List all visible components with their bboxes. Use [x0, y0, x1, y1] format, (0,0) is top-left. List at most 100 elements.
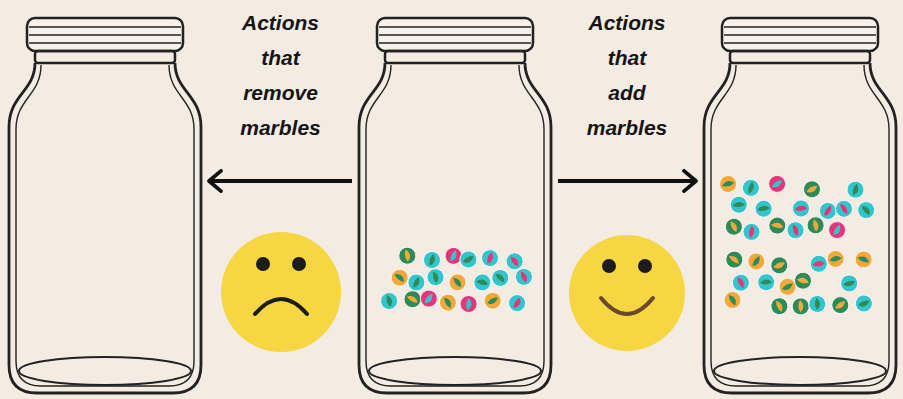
face-eye	[638, 259, 652, 273]
marble-body	[786, 221, 804, 239]
marble	[740, 221, 762, 243]
marble-body	[840, 275, 858, 293]
marble-swirl	[858, 300, 871, 307]
marble-swirl	[462, 256, 475, 264]
marble	[446, 271, 469, 294]
marble	[381, 293, 398, 310]
marble	[769, 296, 789, 316]
face-eye	[256, 257, 270, 271]
marble-swirl	[464, 297, 474, 310]
face-frown	[255, 299, 307, 314]
jar-lid	[377, 18, 533, 51]
marble-body	[505, 291, 529, 315]
edge-label: Actions that remove marbles	[235, 5, 327, 145]
lid-ridge	[379, 42, 531, 44]
marble-swirl	[776, 300, 784, 313]
marble	[807, 294, 827, 314]
marble-body	[809, 254, 828, 273]
marble-body	[724, 216, 745, 237]
lid-ridge	[29, 42, 181, 44]
marble-swirl	[495, 271, 506, 284]
marble	[482, 290, 503, 311]
marble	[754, 199, 772, 217]
marble-swirl	[511, 297, 524, 309]
marble	[770, 256, 789, 275]
marble-swirl	[394, 271, 406, 284]
marble-swirl	[728, 293, 737, 306]
jar-outline	[355, 15, 555, 395]
marble	[722, 248, 746, 272]
marble	[756, 272, 776, 292]
marble	[802, 179, 823, 200]
jar-neck	[385, 51, 525, 63]
sad-face	[221, 232, 341, 352]
marble	[829, 294, 851, 316]
lid-ridge	[379, 34, 531, 36]
edge-label: Actions that add marbles	[581, 5, 673, 145]
marble-swirl	[771, 220, 784, 230]
marble-swirl	[843, 281, 855, 287]
marble	[807, 216, 825, 234]
marble-swirl	[834, 301, 847, 310]
marble-body	[829, 294, 851, 316]
marble-swirl	[757, 205, 769, 212]
marble-body	[766, 214, 788, 236]
marble-body	[825, 218, 849, 242]
jar-outline	[5, 15, 205, 395]
marble-swirl	[813, 260, 826, 267]
marble-body	[756, 272, 776, 292]
marble-swirl	[795, 205, 808, 212]
jar-body	[704, 63, 896, 393]
marble-body	[722, 248, 746, 272]
marble-swirl	[411, 276, 423, 289]
marble-swirl	[781, 283, 794, 291]
lid-ridge	[29, 26, 181, 28]
marble-body	[739, 176, 763, 200]
marble-body	[844, 178, 867, 201]
marble	[489, 266, 512, 289]
marble-body	[740, 221, 762, 243]
marble-body	[827, 250, 844, 267]
marble-swirl	[404, 249, 411, 261]
marble	[766, 214, 788, 236]
marble	[792, 199, 811, 218]
marble-body	[478, 246, 502, 270]
marble	[505, 291, 529, 315]
marble-swirl	[745, 181, 756, 194]
marble-swirl	[797, 275, 810, 286]
marble	[844, 178, 867, 201]
marble-swirl	[433, 271, 439, 283]
marble-swirl	[486, 297, 499, 305]
jar-base	[19, 357, 191, 385]
marble-body	[769, 296, 789, 316]
marble-swirl	[737, 276, 745, 289]
marble-body	[854, 294, 873, 313]
face-disc	[569, 235, 685, 351]
marble	[457, 293, 479, 315]
marble-body	[514, 267, 533, 286]
marble-body	[791, 269, 814, 292]
marble-swirl	[857, 254, 870, 265]
marble	[739, 176, 763, 200]
marble-swirl	[732, 201, 745, 208]
marble-swirl	[750, 256, 763, 268]
arrow-connector	[558, 179, 696, 183]
jar-inner-line	[366, 65, 544, 386]
marble	[786, 221, 804, 239]
marble	[791, 269, 814, 292]
jar-body	[9, 63, 201, 393]
marble-swirl	[510, 255, 520, 268]
face-eye	[292, 257, 306, 271]
marble-body	[744, 249, 768, 273]
marble	[724, 216, 745, 237]
marble-swirl	[521, 271, 528, 284]
marble	[471, 271, 494, 294]
marble	[854, 294, 873, 313]
marble-swirl	[861, 203, 871, 216]
marble	[744, 249, 768, 273]
lid-ridge	[29, 34, 181, 36]
marble-body	[807, 216, 825, 234]
marble	[731, 272, 752, 293]
jar-inner-line	[16, 65, 194, 386]
